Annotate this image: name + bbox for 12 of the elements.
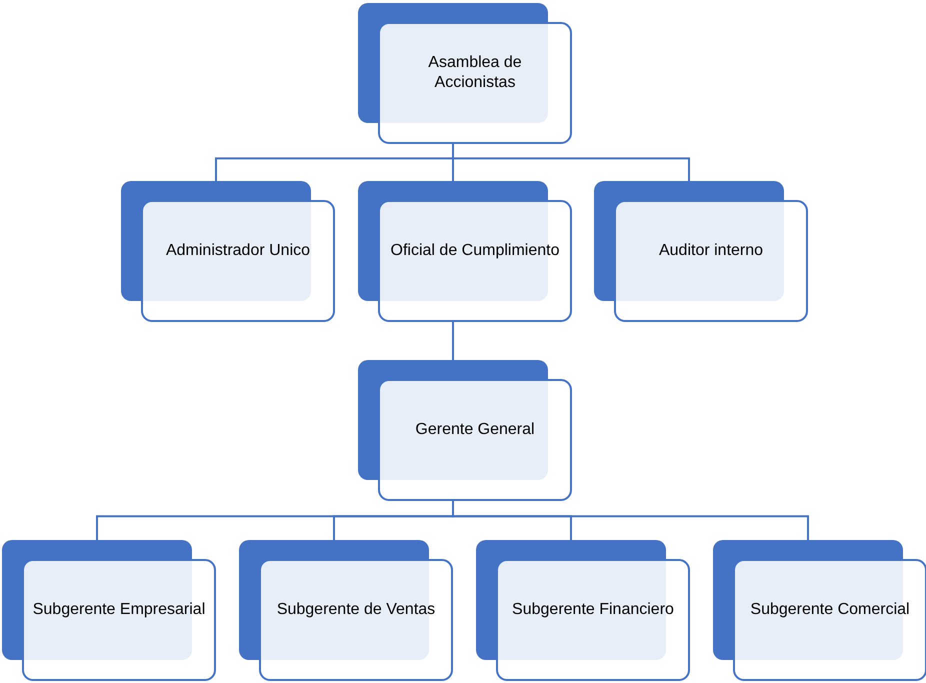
box-label: Asamblea de Accionistas	[427, 53, 523, 92]
box-label: Subgerente Empresarial	[32, 600, 206, 620]
box-label: Gerente General	[415, 420, 535, 440]
connector-line	[452, 144, 690, 181]
connector-line	[452, 501, 809, 540]
box-label: Administrador Unico	[166, 240, 310, 260]
box-label: Oficial de Cumplimiento	[390, 240, 560, 260]
box-label: Auditor interno	[658, 240, 764, 260]
box-label: Subgerente de Ventas	[276, 600, 436, 620]
box-label: Subgerente Financiero	[512, 600, 674, 620]
connector-line	[452, 322, 454, 360]
box-label: Subgerente Comercial	[750, 600, 910, 620]
